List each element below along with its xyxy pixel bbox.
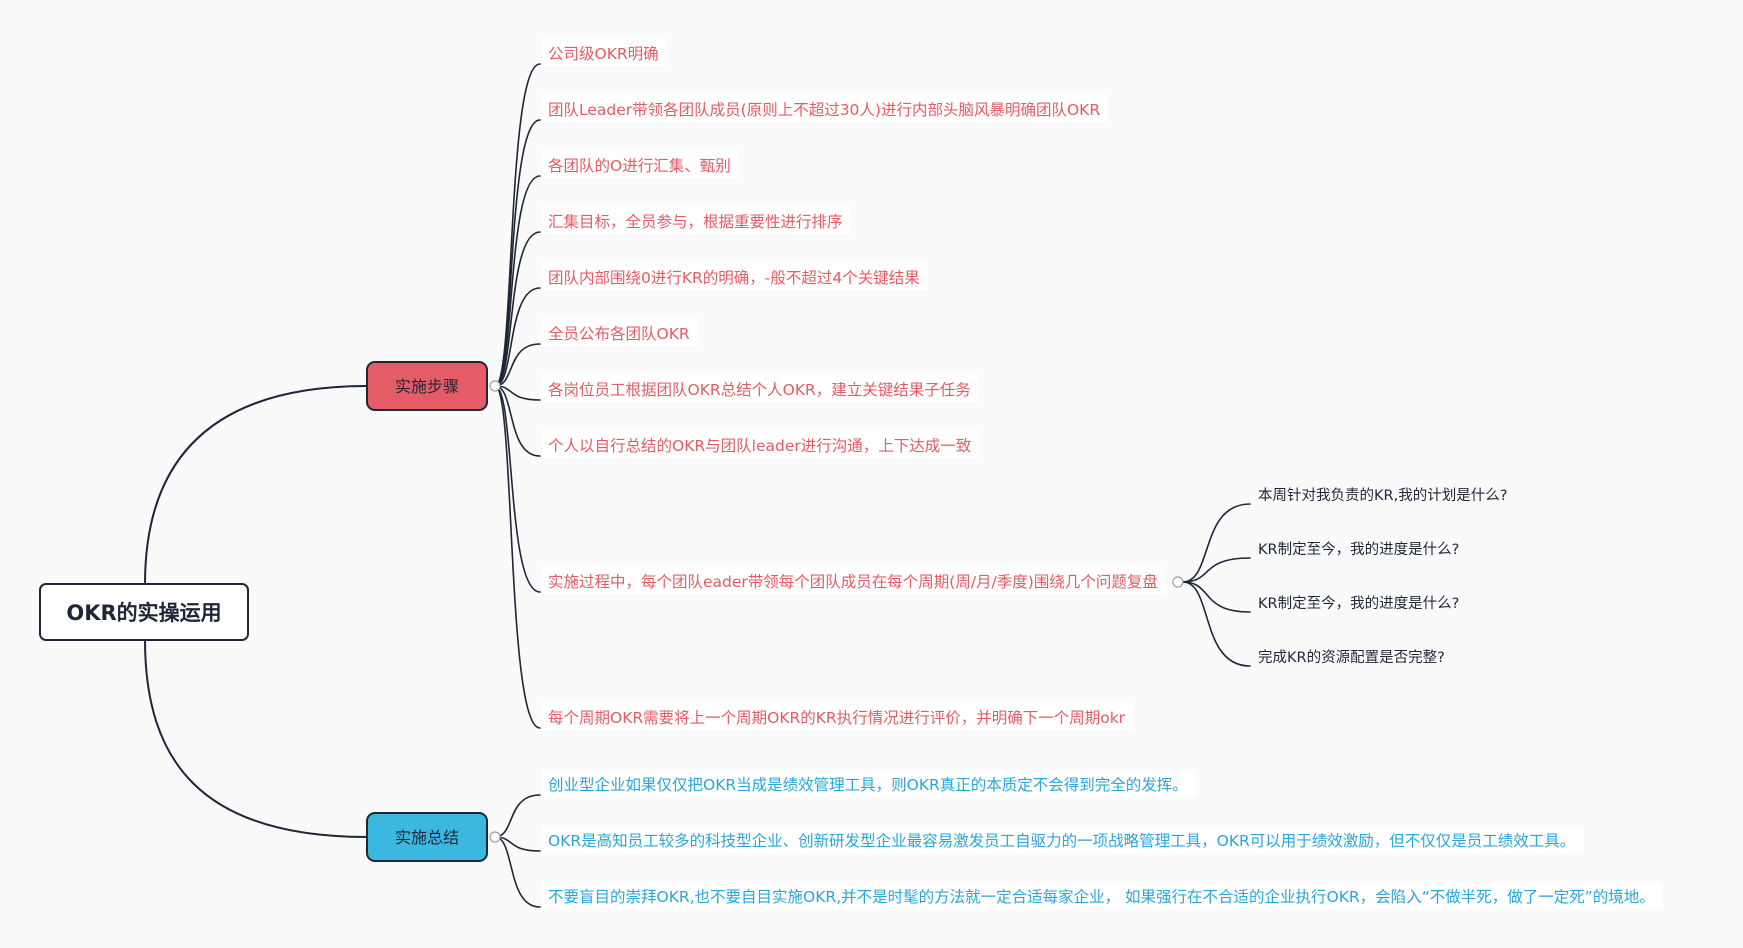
collapse-toggle[interactable] bbox=[1172, 576, 1184, 588]
item-step-text: 团队内部围绕0进行KR的明确，-般不超过4个关键结果 bbox=[548, 269, 920, 287]
branch-to-item-line bbox=[494, 119, 541, 387]
item-step-text: 公司级OKR明确 bbox=[548, 45, 659, 63]
root-to-branch-line bbox=[144, 639, 368, 838]
branch-to-item-line bbox=[494, 794, 541, 838]
branch-to-item-line bbox=[494, 836, 541, 852]
branch-to-item-line bbox=[494, 385, 541, 729]
item-step[interactable]: 公司级OKR明确 bbox=[542, 38, 667, 67]
item-step-text: 个人以自行总结的OKR与团队leader进行沟通，上下达成一致 bbox=[548, 437, 972, 455]
item-step-text: 全员公布各团队OKR bbox=[548, 325, 690, 343]
item-summary-text: 不要盲目的崇拜OKR,也不要自目实施OKR,并不是时髦的方法就一定合适每家企业，… bbox=[548, 887, 1655, 906]
connector-lines bbox=[144, 63, 1251, 908]
branch-to-item-line bbox=[494, 287, 541, 387]
item-to-child-line bbox=[1182, 581, 1251, 613]
item-step[interactable]: 各岗位员工根据团队OKR总结个人OKR，建立关键结果子任务 bbox=[542, 374, 979, 403]
item-step[interactable]: 全员公布各团队OKR bbox=[542, 318, 698, 347]
item-to-child-line bbox=[1182, 581, 1251, 667]
child-question-text: KR制定至今，我的进度是什么? bbox=[1258, 595, 1459, 612]
branch-to-item-line bbox=[494, 836, 541, 908]
branch-label: 实施总结 bbox=[395, 828, 459, 847]
child-question[interactable]: KR制定至今，我的进度是什么? bbox=[1258, 541, 1459, 558]
child-question-text: 本周针对我负责的KR,我的计划是什么? bbox=[1258, 487, 1507, 504]
child-question[interactable]: 本周针对我负责的KR,我的计划是什么? bbox=[1258, 487, 1507, 504]
item-step-text: 实施过程中，每个团队eader带领每个团队成员在每个周期(周/月/季度)围绕几个… bbox=[548, 572, 1158, 591]
item-step-text: 每个周期OKR需要将上一个周期OKR的KR执行情况进行评价，并明确下一个周期ok… bbox=[548, 709, 1126, 727]
root-to-branch-line bbox=[144, 385, 368, 585]
branch-to-item-line bbox=[494, 175, 541, 387]
item-step-text: 各岗位员工根据团队OKR总结个人OKR，建立关键结果子任务 bbox=[548, 381, 971, 399]
root-title: OKR的实操运用 bbox=[66, 601, 221, 625]
item-summary-text: OKR是高知员工较多的科技型企业、创新研发型企业最容易激发员工自驱力的一项战略管… bbox=[548, 832, 1575, 850]
item-summary[interactable]: 创业型企业如果仅仅把OKR当成是绩效管理工具，则OKR真正的本质定不会得到完全的… bbox=[542, 769, 1196, 798]
item-summary[interactable]: OKR是高知员工较多的科技型企业、创新研发型企业最容易激发员工自驱力的一项战略管… bbox=[542, 825, 1584, 854]
item-step[interactable]: 团队Leader带领各团队成员(原则上不超过30人)进行内部头脑风暴明确团队OK… bbox=[542, 94, 1109, 123]
item-step-text: 汇集目标，全员参与，根据重要性进行排序 bbox=[548, 213, 843, 231]
nodes-layer: OKR的实操运用 实施步骤 公司级OKR明确团队Leader带领各团队成员(原则上… bbox=[39, 38, 1663, 910]
child-question-text: KR制定至今，我的进度是什么? bbox=[1258, 541, 1459, 558]
child-question[interactable]: KR制定至今，我的进度是什么? bbox=[1258, 595, 1459, 612]
item-step[interactable]: 各团队的O进行汇集、甄别 bbox=[542, 150, 739, 179]
item-step[interactable]: 每个周期OKR需要将上一个周期OKR的KR执行情况进行评价，并明确下一个周期ok… bbox=[542, 702, 1134, 731]
branch-node-summary[interactable]: 实施总结 bbox=[366, 812, 488, 862]
item-step[interactable]: 个人以自行总结的OKR与团队leader进行沟通，上下达成一致 bbox=[542, 430, 980, 459]
collapse-toggle[interactable] bbox=[489, 831, 501, 843]
item-step-text: 各团队的O进行汇集、甄别 bbox=[548, 157, 731, 175]
root-node[interactable]: OKR的实操运用 bbox=[39, 583, 249, 641]
child-question[interactable]: 完成KR的资源配置是否完整? bbox=[1258, 649, 1445, 666]
child-question-text: 完成KR的资源配置是否完整? bbox=[1258, 649, 1445, 666]
branch-to-item-line bbox=[494, 385, 541, 593]
item-step[interactable]: 汇集目标，全员参与，根据重要性进行排序 bbox=[542, 206, 851, 235]
item-summary[interactable]: 不要盲目的崇拜OKR,也不要自目实施OKR,并不是时髦的方法就一定合适每家企业，… bbox=[542, 881, 1663, 910]
branch-label: 实施步骤 bbox=[395, 377, 459, 396]
branch-to-item-line bbox=[494, 231, 541, 387]
item-step[interactable]: 团队内部围绕0进行KR的明确，-般不超过4个关键结果 bbox=[542, 262, 928, 291]
item-to-child-line bbox=[1182, 503, 1251, 583]
item-step-text: 团队Leader带领各团队成员(原则上不超过30人)进行内部头脑风暴明确团队OK… bbox=[548, 101, 1100, 119]
branch-to-item-line bbox=[494, 385, 541, 457]
item-to-child-line bbox=[1182, 557, 1251, 583]
branch-to-item-line bbox=[494, 63, 541, 387]
item-step[interactable]: 实施过程中，每个团队eader带领每个团队成员在每个周期(周/月/季度)围绕几个… bbox=[542, 566, 1166, 595]
branch-node-steps[interactable]: 实施步骤 bbox=[366, 361, 488, 411]
collapse-toggle[interactable] bbox=[489, 380, 501, 392]
item-summary-text: 创业型企业如果仅仅把OKR当成是绩效管理工具，则OKR真正的本质定不会得到完全的… bbox=[548, 776, 1188, 794]
